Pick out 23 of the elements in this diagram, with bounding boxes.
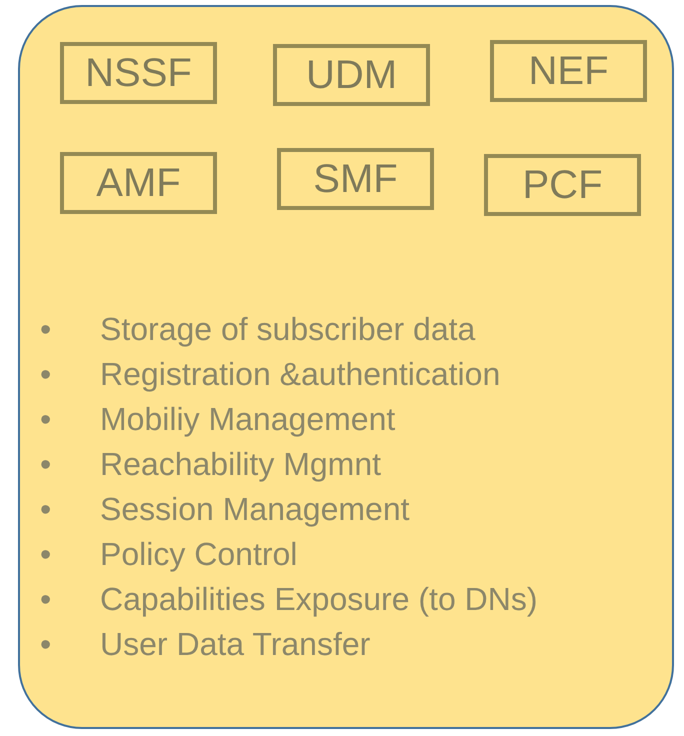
bullet-mark: • — [40, 445, 52, 484]
bullet-item: Capabilities Exposure (to DNs) — [100, 580, 538, 619]
bullet-mark: • — [40, 355, 52, 394]
bullet-mark: • — [40, 400, 52, 439]
bullet-mark: • — [40, 535, 52, 574]
bullet-mark: • — [40, 490, 52, 529]
function-box: NSSF — [60, 42, 217, 104]
function-box: UDM — [273, 44, 430, 106]
rounded-panel — [18, 5, 674, 729]
bullet-item: Session Management — [100, 490, 411, 529]
function-box: NEF — [490, 40, 647, 102]
function-box: AMF — [60, 152, 217, 214]
bullet-item: Policy Control — [100, 535, 298, 574]
function-box: PCF — [484, 154, 641, 216]
bullet-item: User Data Transfer — [100, 625, 372, 664]
bullet-item: Mobiliy Management — [100, 400, 396, 439]
bullet-item: Reachability Mgmnt — [100, 445, 382, 484]
bullet-item: Storage of subscriber data — [100, 310, 476, 349]
function-box: SMF — [277, 148, 434, 210]
bullet-mark: • — [40, 580, 52, 619]
bullet-mark: • — [40, 625, 52, 664]
bullet-mark: • — [40, 310, 52, 349]
bullet-item: Registration &authentication — [100, 355, 502, 394]
